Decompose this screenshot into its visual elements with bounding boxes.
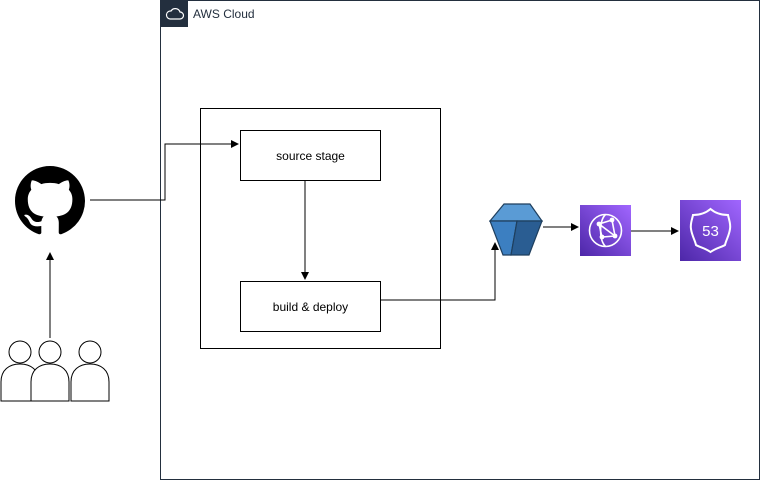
build-deploy-box[interactable]: build & deploy (240, 281, 381, 332)
route53-icon[interactable]: 53 (680, 200, 741, 261)
github-icon[interactable] (15, 166, 85, 236)
pipeline-container[interactable] (200, 108, 441, 349)
source-stage-box[interactable]: source stage (240, 130, 381, 181)
source-stage-label: source stage (276, 148, 345, 163)
build-deploy-label: build & deploy (272, 299, 349, 314)
route53-number: 53 (702, 223, 719, 240)
cloudfront-icon[interactable] (580, 205, 631, 256)
aws-cloud-title: AWS Cloud (193, 7, 255, 21)
s3-bucket-icon[interactable] (488, 201, 544, 256)
aws-cloud-group[interactable]: AWS Cloud (160, 0, 760, 480)
users-icon[interactable] (0, 338, 112, 402)
cloud-icon (161, 1, 188, 27)
